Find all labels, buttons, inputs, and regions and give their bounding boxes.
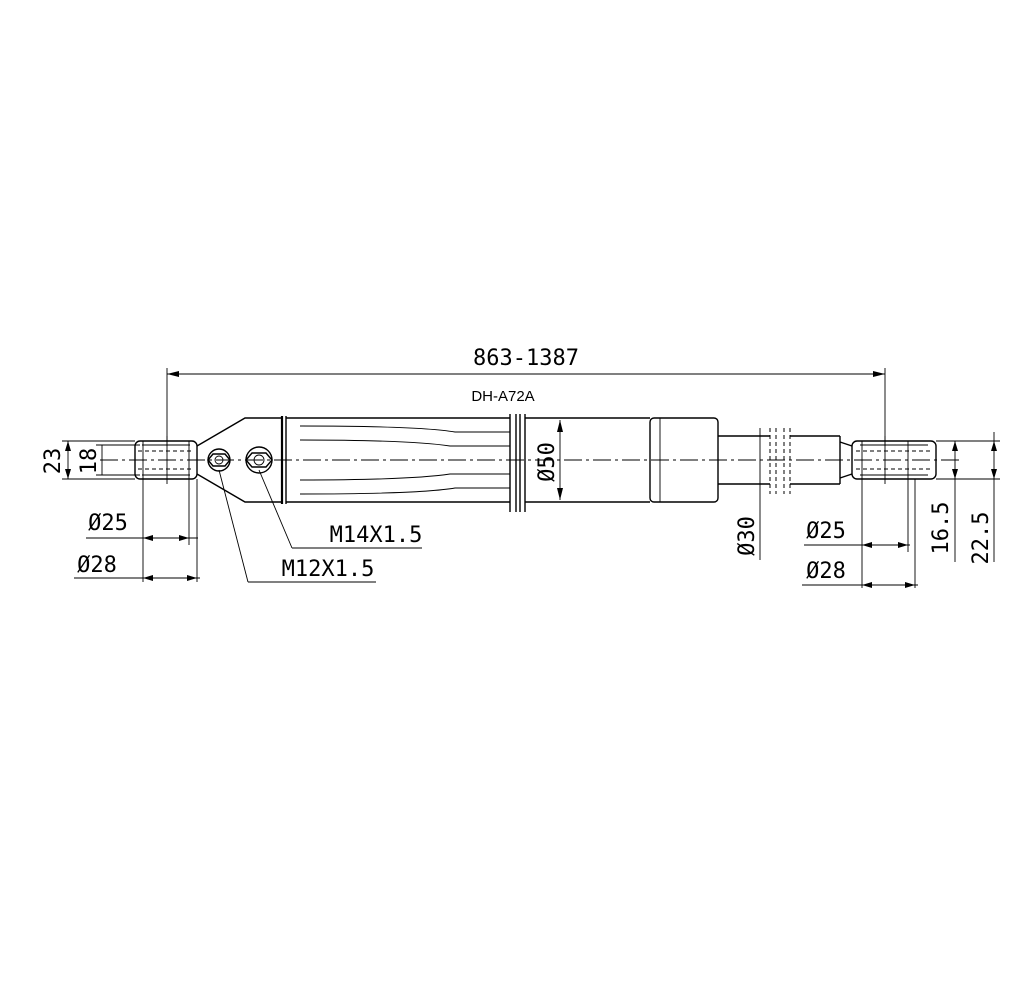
left-bore-inner-label: Ø25 (88, 511, 128, 536)
piston-rod (718, 428, 853, 494)
overall-length-dimension: 863-1387 (166, 346, 886, 446)
right-outer-height-label: 22.5 (969, 512, 994, 565)
left-inner-height-label: 18 (77, 448, 102, 475)
body-tube (285, 414, 719, 512)
right-height-dimensions: 16.5 22.5 (929, 432, 1000, 564)
left-end-cap (196, 416, 284, 504)
rod-diameter-label: Ø30 (735, 516, 760, 556)
model-label: DH-A72A (471, 388, 534, 405)
thread-m14-label: M14X1.5 (330, 523, 423, 548)
body-diameter-dimension: Ø50 (535, 420, 563, 500)
thread-m12-label: M12X1.5 (282, 557, 375, 582)
port-m14-icon (245, 446, 273, 474)
right-bore-outer-label: Ø28 (806, 559, 846, 584)
right-bore-dimensions: Ø25 Ø28 (802, 479, 918, 588)
left-bore-dimensions: Ø25 Ø28 (74, 479, 200, 582)
overall-length-label: 863-1387 (473, 346, 579, 371)
left-outer-height-label: 23 (41, 448, 66, 475)
body-diameter-label: Ø50 (535, 442, 560, 482)
left-bore-outer-label: Ø28 (77, 553, 117, 578)
rod-diameter-dimension: Ø30 (735, 428, 761, 560)
thread-leaders: M14X1.5 M12X1.5 (218, 469, 423, 583)
right-bore-inner-label: Ø25 (806, 519, 846, 544)
left-height-dimensions: 23 18 (41, 440, 140, 480)
right-clevis (851, 436, 937, 484)
left-clevis (134, 436, 198, 484)
right-inner-height-label: 16.5 (929, 502, 954, 555)
